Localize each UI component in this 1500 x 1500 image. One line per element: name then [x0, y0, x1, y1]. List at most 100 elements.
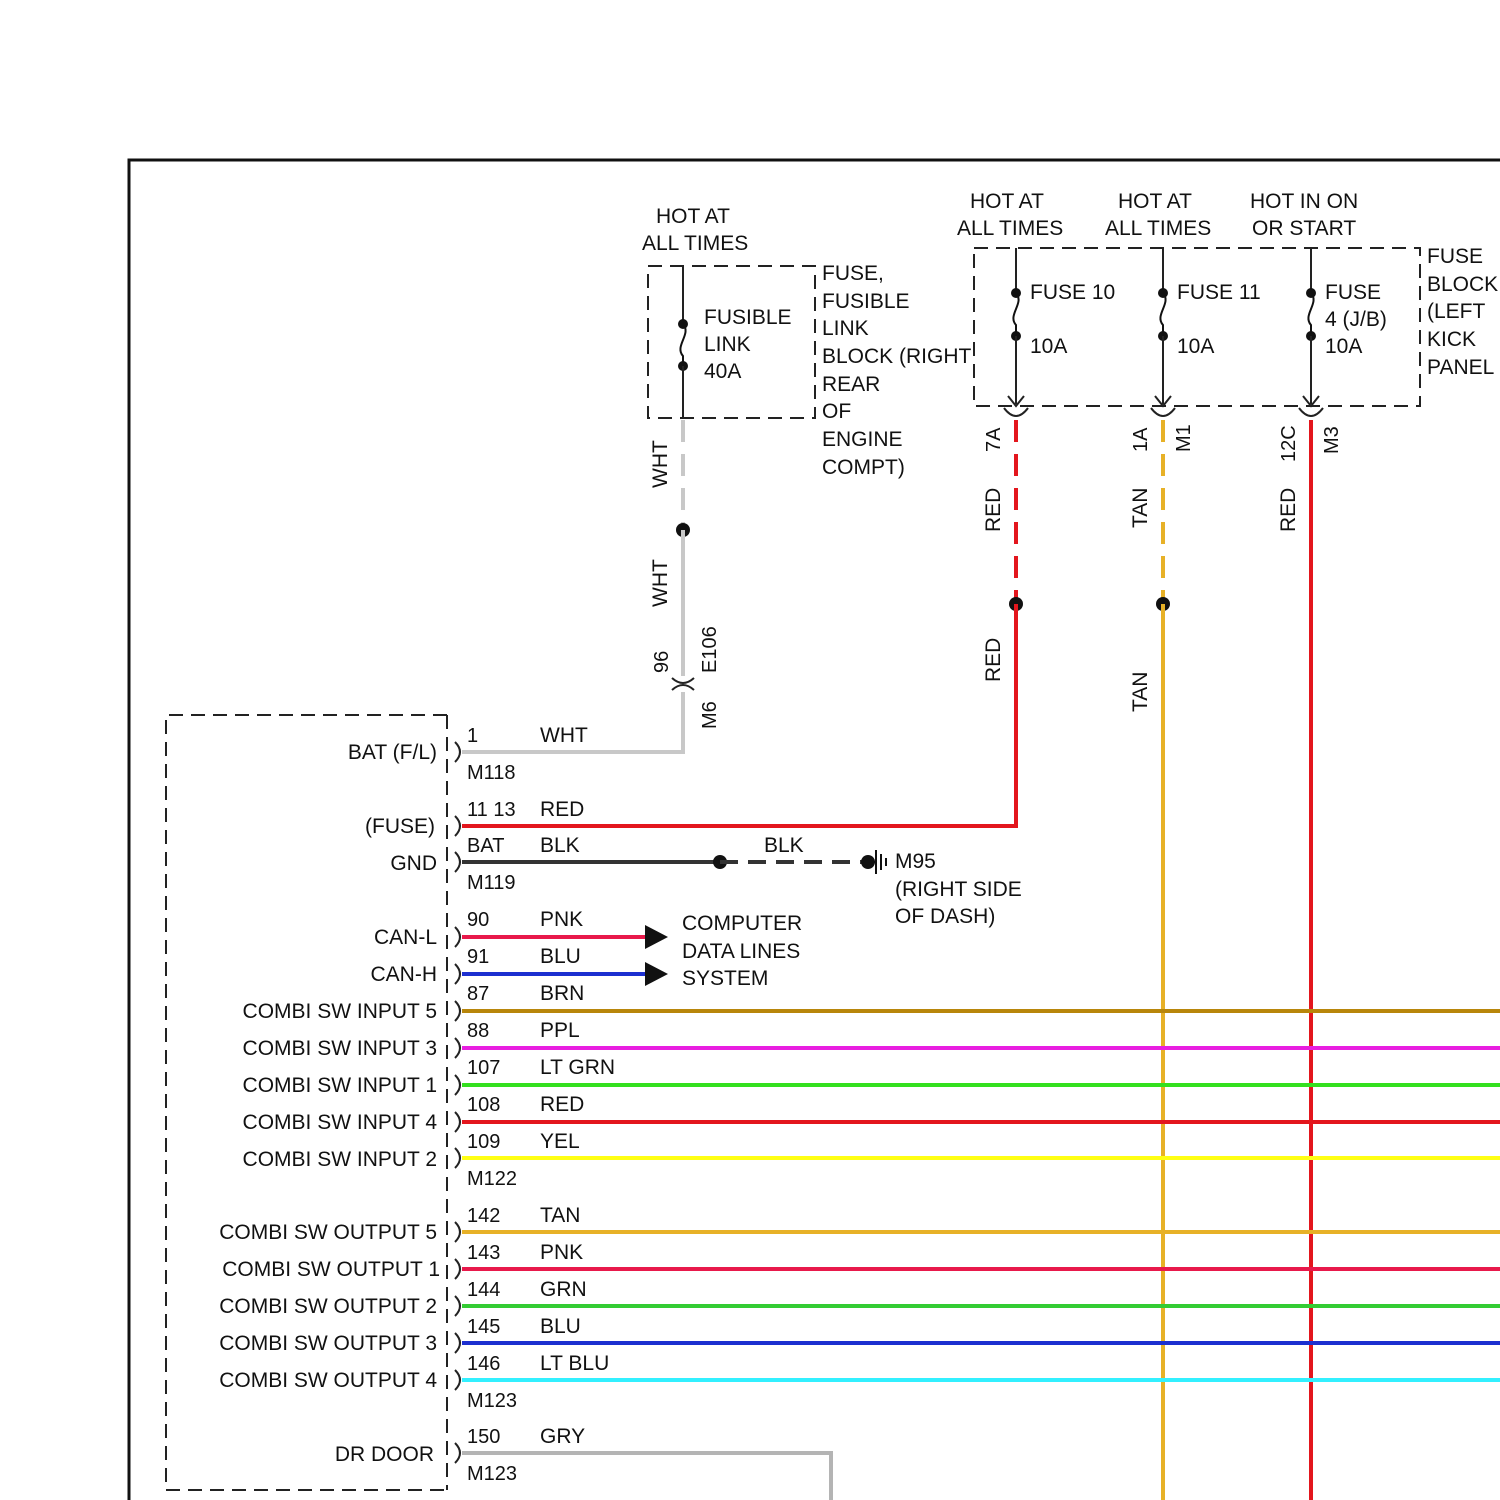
fusible-block-label-8: COMPT): [822, 456, 905, 479]
fusible-block-label-3: LINK: [822, 317, 869, 340]
red-fuse4-connector: M3: [1321, 426, 1343, 454]
output-label: COMBI SW OUTPUT 1: [222, 1258, 440, 1281]
combi-switch-wires: [462, 1011, 1500, 1500]
fuse11-connector: [1151, 408, 1175, 416]
output-label: COMBI SW OUTPUT 2: [219, 1295, 437, 1318]
pin-bracket: [455, 1075, 460, 1095]
fuse11-hot-label-1: HOT AT: [1118, 190, 1192, 213]
red-fuse4-pin: 12C: [1278, 425, 1300, 462]
can-l-arrow: [645, 925, 668, 949]
can-dest-label-3: SYSTEM: [682, 967, 768, 990]
output-label: COMBI SW OUTPUT 3: [219, 1332, 437, 1355]
input-pin: 107: [467, 1057, 500, 1079]
fusible-block-label-2: FUSIBLE: [822, 290, 910, 313]
fuse-block-label-2: BLOCK: [1427, 273, 1498, 296]
pin-bracket: [455, 964, 460, 984]
fusible-link-symbol: [680, 324, 685, 366]
input-pin: 108: [467, 1094, 500, 1116]
wire-gry-door: [462, 1453, 831, 1500]
tan-label-upper: TAN: [1129, 488, 1152, 528]
bat-fl-color: WHT: [540, 724, 588, 747]
blk-wire-label: BLK: [764, 834, 804, 857]
gnd-pin: BAT: [467, 835, 504, 857]
output-color: TAN: [540, 1204, 580, 1227]
fusible-block-label-4: BLOCK (RIGHT: [822, 345, 972, 368]
fuse4-hot-label-1: HOT IN ON: [1250, 190, 1358, 213]
input-color: RED: [540, 1093, 584, 1116]
can-h-pin: 91: [467, 946, 489, 968]
output-pin: 143: [467, 1242, 500, 1264]
input-label: COMBI SW INPUT 1: [243, 1074, 437, 1097]
bat-fl-label: BAT (F/L): [348, 741, 437, 764]
fuse11-symbol: [1160, 293, 1165, 336]
fuse4-rating: 10A: [1325, 335, 1362, 358]
red-fuse4-label: RED: [1277, 488, 1300, 532]
dr-door-connector: M123: [467, 1463, 517, 1485]
input-color: YEL: [540, 1130, 580, 1153]
fusible-block-label-1: FUSE,: [822, 262, 884, 285]
fuse4-label-1: FUSE: [1325, 281, 1381, 304]
input-pin: 109: [467, 1131, 500, 1153]
wht-wire-label-lower: WHT: [649, 559, 672, 607]
can-h-color: BLU: [540, 945, 581, 968]
can-lines: COMPUTER DATA LINES SYSTEM: [462, 912, 802, 990]
fuse-input-pin: 11 13: [467, 799, 516, 821]
can-l-pin: 90: [467, 909, 489, 931]
connector-e106-pin: 96: [651, 651, 673, 673]
input-pin: 88: [467, 1020, 489, 1042]
pin-bracket: [455, 1222, 460, 1242]
red-fuse10-pin: 7A: [983, 427, 1005, 452]
output-color: GRN: [540, 1278, 587, 1301]
input-color: BRN: [540, 982, 584, 1005]
fusible-link-block: HOT AT ALL TIMES FUSIBLE LINK 40A FUSE, …: [642, 205, 972, 479]
output-pin: 144: [467, 1279, 500, 1301]
output-pin: 142: [467, 1205, 500, 1227]
fuse-input-color: RED: [540, 798, 584, 821]
pin-bracket: [455, 816, 460, 836]
pin-bracket: [455, 1296, 460, 1316]
gnd-connector: M119: [467, 872, 516, 894]
fuse10-symbol: [1013, 293, 1018, 336]
fusible-block-label-5: REAR: [822, 373, 880, 396]
gnd-label: GND: [390, 852, 437, 875]
fusible-block-label-7: ENGINE: [822, 428, 903, 451]
output-color: LT BLU: [540, 1352, 609, 1375]
bat-fl-connector: M118: [467, 762, 516, 784]
fusible-hot-label-2: ALL TIMES: [642, 232, 748, 255]
pin-bracket: [455, 1001, 460, 1021]
fuse4-connector: [1299, 408, 1323, 416]
fuse-input-label: (FUSE): [365, 815, 435, 838]
can-dest-label-2: DATA LINES: [682, 940, 800, 963]
dr-door-pin: 150: [467, 1426, 500, 1448]
fusible-link-label-1: FUSIBLE: [704, 306, 792, 329]
fuse4-label-2: 4 (J/B): [1325, 308, 1387, 331]
ground-label-3: OF DASH): [895, 905, 995, 928]
vertical-wires: WHT WHT 96 E106 M6 7A RED RED 1A M1 TAN …: [462, 420, 1343, 1500]
input-pin: 87: [467, 983, 489, 1005]
output-pin: 146: [467, 1353, 500, 1375]
pin-bracket: [455, 1333, 460, 1353]
fuse11-rating: 10A: [1177, 335, 1214, 358]
fusible-block-label-6: OF: [822, 400, 851, 423]
pin-bracket: [455, 852, 460, 872]
can-h-label: CAN-H: [371, 963, 438, 986]
input-label: COMBI SW INPUT 2: [243, 1148, 437, 1171]
pin-bracket: [455, 927, 460, 947]
outputs-connector: M123: [467, 1390, 517, 1412]
fuse-block-label-5: PANEL: [1427, 356, 1494, 379]
pin-bracket: [455, 1112, 460, 1132]
pin-bracket: [455, 1259, 460, 1279]
ground-label-1: M95: [895, 850, 936, 873]
input-color: PPL: [540, 1019, 580, 1042]
connector-m6-label: M6: [699, 701, 721, 729]
inputs-connector: M122: [467, 1168, 517, 1190]
fuse-block-label-4: KICK: [1427, 328, 1476, 351]
pin-bracket: [455, 1038, 460, 1058]
pin-bracket: [455, 1370, 460, 1390]
output-label: COMBI SW OUTPUT 5: [219, 1221, 437, 1244]
fuse-block: HOT AT ALL TIMES HOT AT ALL TIMES HOT IN…: [957, 190, 1498, 416]
fusible-link-label-2: LINK: [704, 333, 751, 356]
input-color: LT GRN: [540, 1056, 615, 1079]
fuse10-label: FUSE 10: [1030, 281, 1115, 304]
